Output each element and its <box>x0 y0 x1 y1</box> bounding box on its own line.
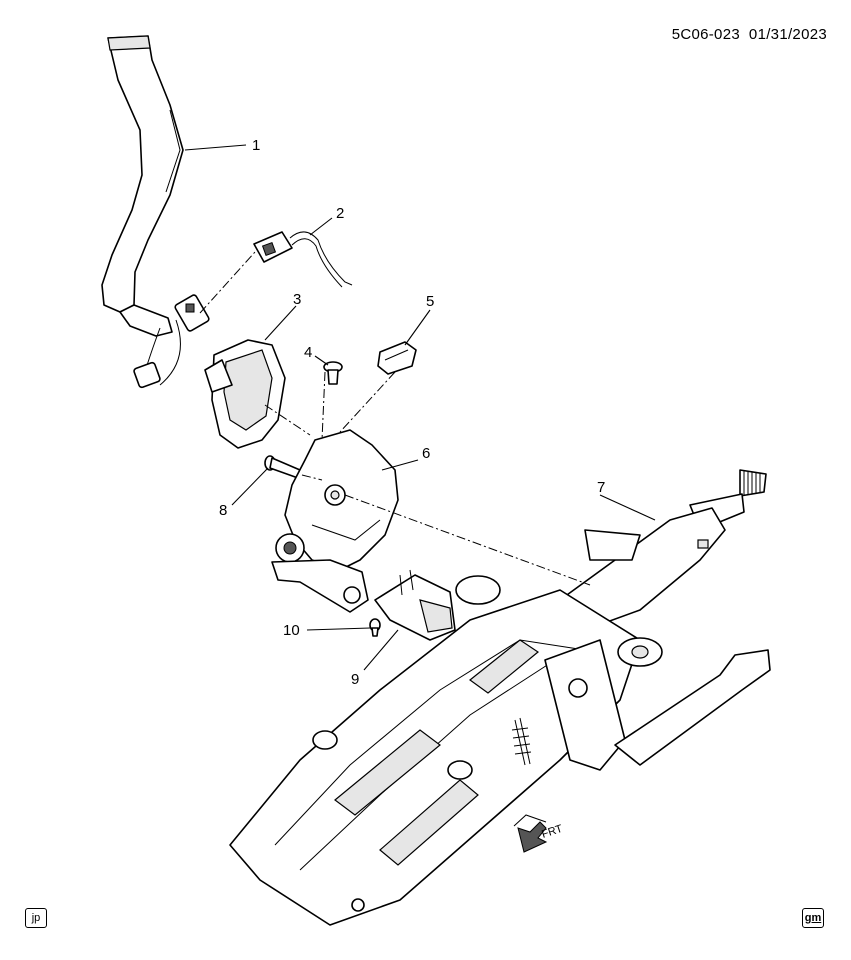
callouts: 1 2 3 4 5 6 7 8 9 10 <box>219 137 605 688</box>
callout-1: 1 <box>252 137 260 154</box>
part-4-screw <box>323 361 343 385</box>
part-9-actuator <box>374 569 456 641</box>
assembly-lines <box>199 251 591 586</box>
callout-6: 6 <box>422 445 430 462</box>
part-2-harness <box>253 231 353 288</box>
diagram-header: 5C06-023 01/31/2023 <box>672 26 827 43</box>
callout-5: 5 <box>426 293 434 310</box>
jp-badge: jp <box>25 908 47 928</box>
callout-9: 9 <box>351 671 359 688</box>
callout-3: 3 <box>293 291 301 308</box>
diagram-id: 5C06-023 <box>671 26 740 43</box>
callout-7: 7 <box>597 479 605 496</box>
part-8-bolt <box>264 455 301 479</box>
part-1-shift-lever <box>101 35 184 386</box>
part-1-harness-connectors <box>133 294 210 389</box>
part-5-clip <box>377 341 417 375</box>
front-direction-arrow: FRT <box>513 814 564 853</box>
callout-2: 2 <box>336 205 344 222</box>
part-7-steering-column <box>229 469 771 926</box>
part-6-lock-housing <box>271 429 399 613</box>
part-3-column-trim <box>204 339 286 449</box>
callout-8: 8 <box>219 502 227 519</box>
leader-lines <box>184 144 656 671</box>
callout-4: 4 <box>304 344 312 361</box>
part-10-screw <box>369 618 381 637</box>
callout-10: 10 <box>283 622 300 639</box>
gm-logo-badge: gm <box>802 908 824 928</box>
diagram-date: 01/31/2023 <box>748 26 827 43</box>
